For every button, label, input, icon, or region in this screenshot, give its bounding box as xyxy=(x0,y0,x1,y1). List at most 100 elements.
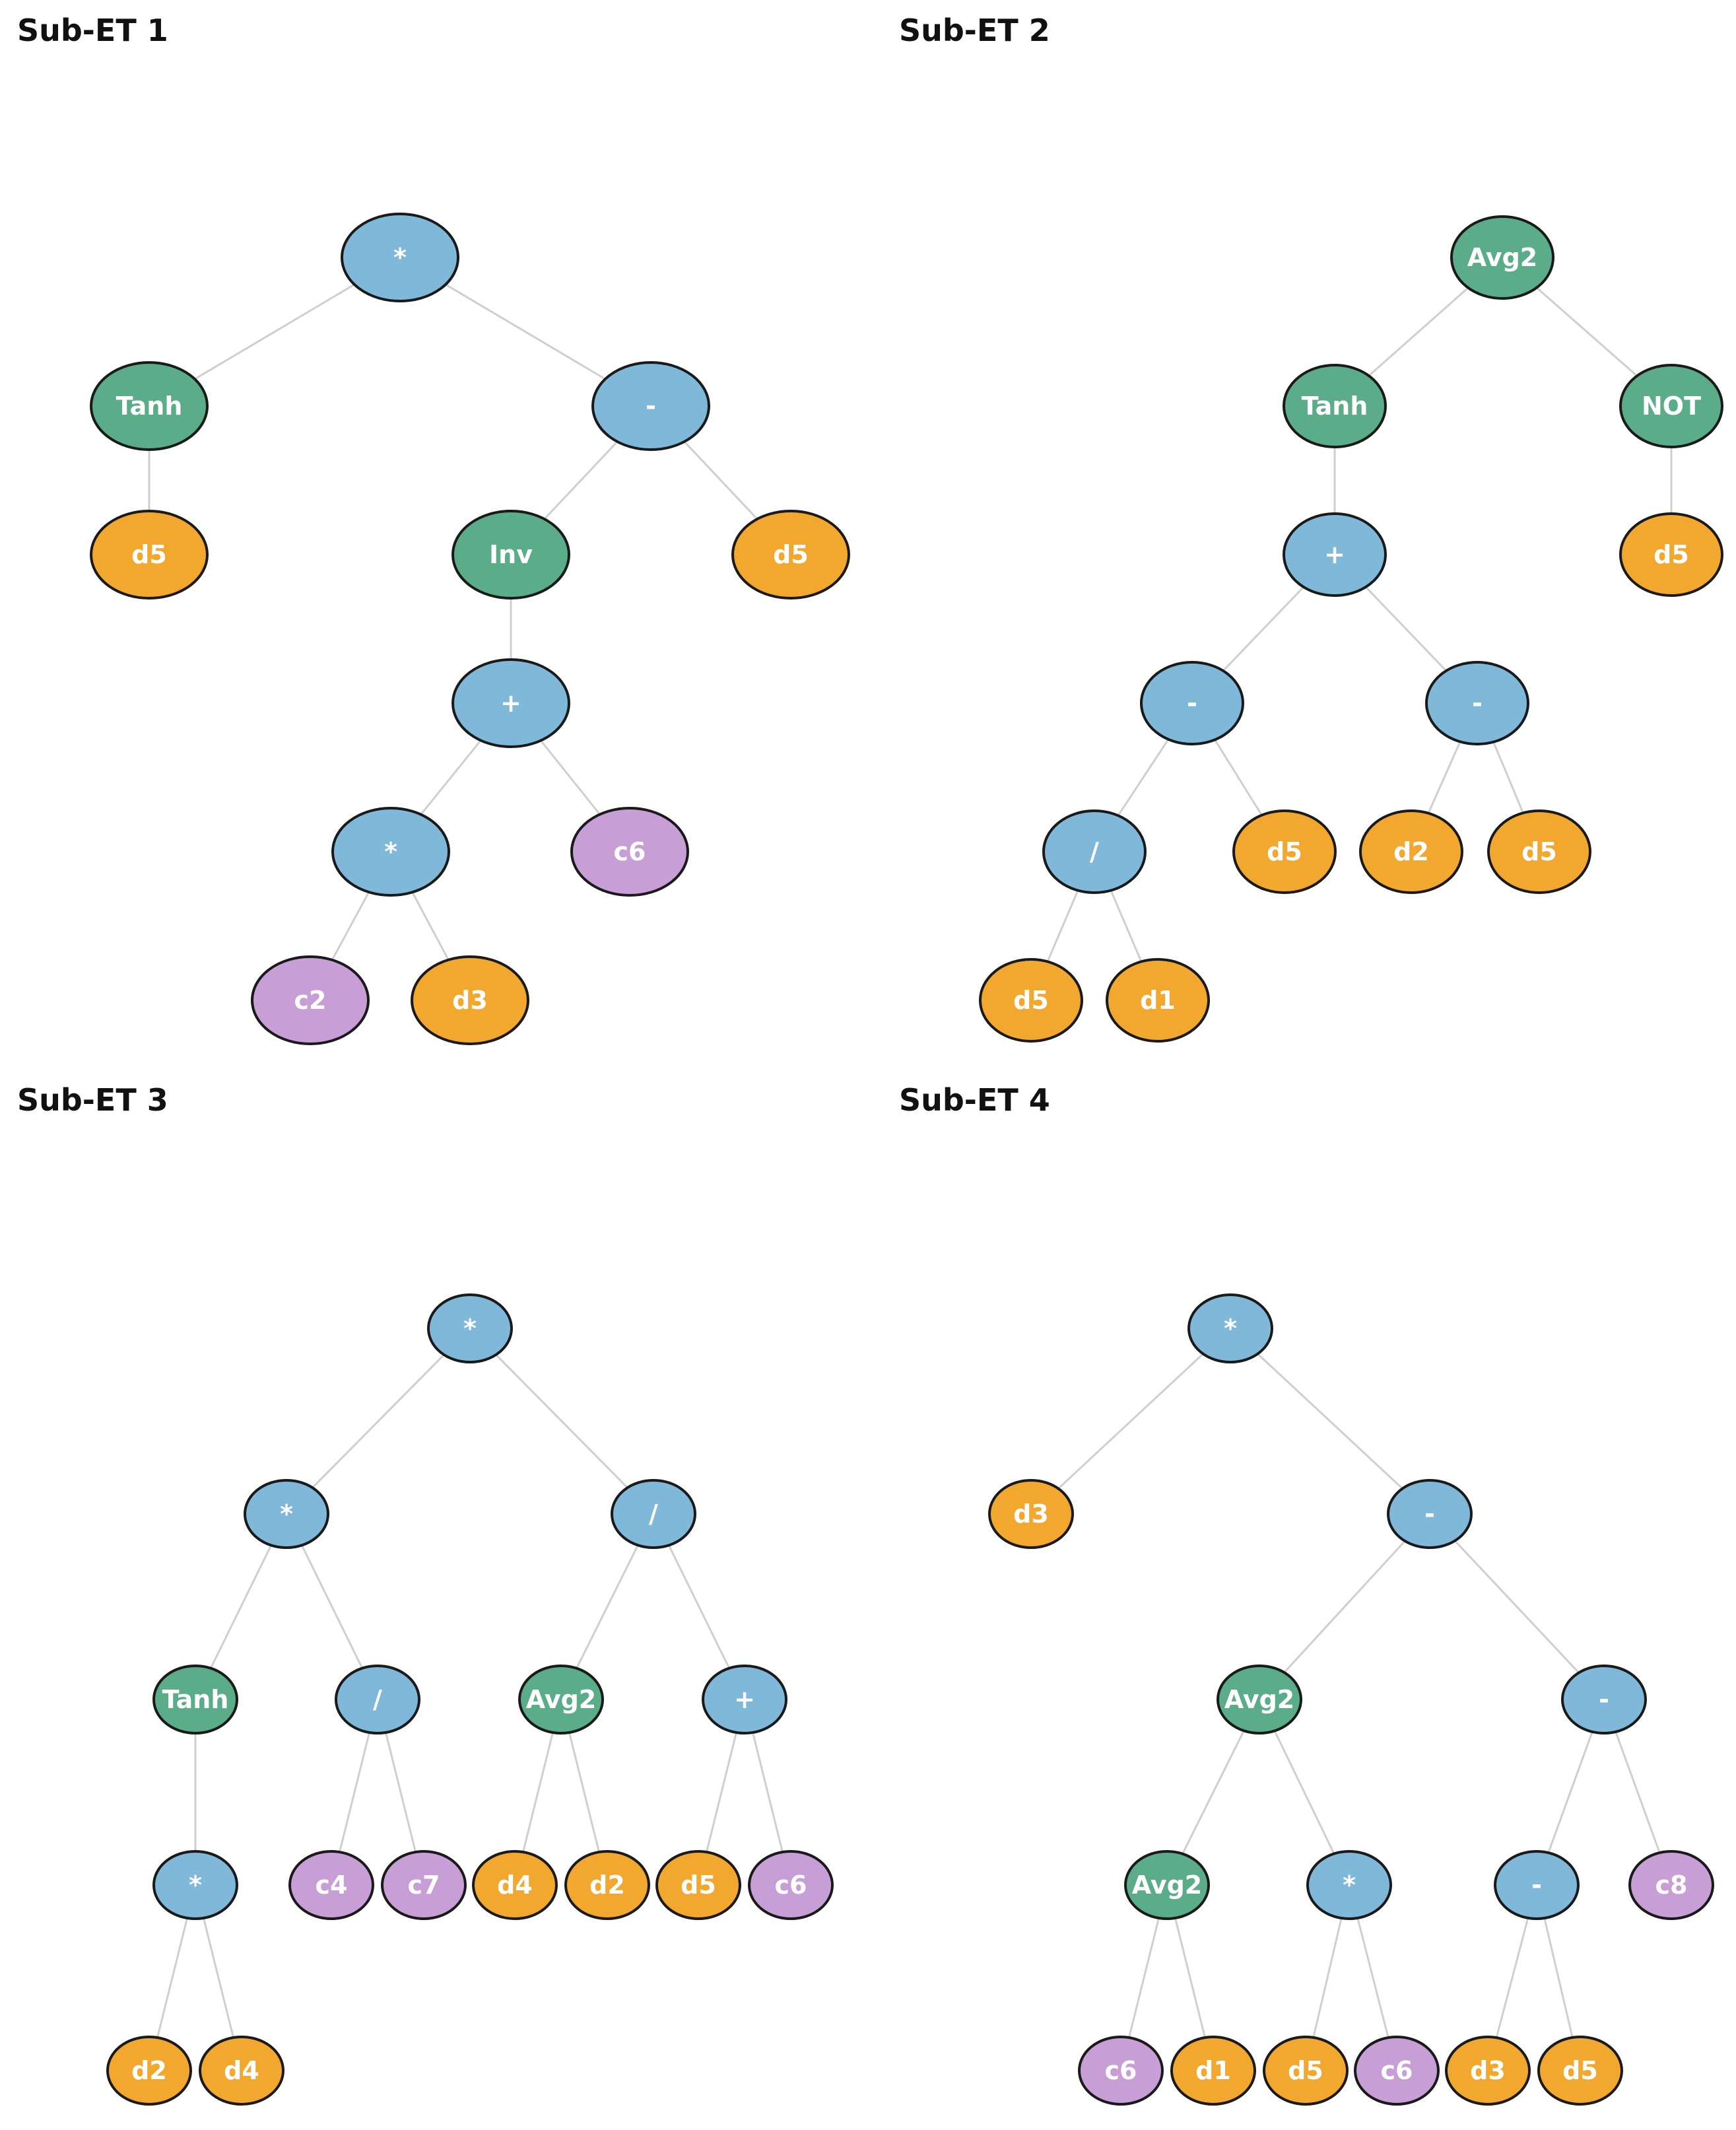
tree-node-operator: * xyxy=(427,1293,513,1363)
node-ellipse xyxy=(341,213,459,302)
tree-node-function: Inv xyxy=(451,510,570,600)
tree-node-operator: - xyxy=(1561,1665,1647,1735)
tree-node-operator: * xyxy=(341,213,459,302)
node-label: d4 xyxy=(224,2056,259,2085)
node-label: + xyxy=(734,1685,755,1714)
node-ellipse xyxy=(451,658,570,748)
node-ellipse xyxy=(591,361,710,451)
node-ellipse xyxy=(1217,1665,1302,1735)
tree-node-variable: d2 xyxy=(106,2036,192,2106)
tree-node-variable: d2 xyxy=(1359,809,1463,894)
node-label: d5 xyxy=(1562,2056,1598,2085)
panel-2-title: Sub-ET 2 xyxy=(899,13,1050,48)
node-ellipse xyxy=(1232,809,1337,894)
tree-node-function: Tanh xyxy=(90,361,209,451)
node-ellipse xyxy=(979,958,1083,1043)
tree-node-operator: / xyxy=(611,1479,696,1549)
tree-node-variable: d5 xyxy=(1487,809,1591,894)
node-label: / xyxy=(373,1685,382,1714)
node-ellipse xyxy=(288,1850,374,1920)
tree-node-variable: d5 xyxy=(979,958,1083,1043)
tree-node-variable: d3 xyxy=(411,955,529,1045)
tree-node-function: Avg2 xyxy=(1450,215,1554,300)
node-ellipse xyxy=(1494,1850,1580,1920)
node-ellipse xyxy=(564,1850,650,1920)
node-ellipse xyxy=(1140,661,1244,745)
node-ellipse xyxy=(1387,1479,1473,1549)
node-ellipse xyxy=(199,2036,284,2106)
tree-node-function: Avg2 xyxy=(1124,1850,1210,1920)
panel-1-title: Sub-ET 1 xyxy=(17,13,168,48)
node-ellipse xyxy=(90,510,209,600)
tree-node-constant: c6 xyxy=(1354,2036,1440,2106)
node-label: d5 xyxy=(773,540,809,569)
node-label: d2 xyxy=(1393,837,1429,866)
tree-node-operator: - xyxy=(1425,661,1529,745)
node-ellipse xyxy=(570,807,689,897)
tree-node-constant: c6 xyxy=(1078,2036,1164,2106)
tree-node-constant: c7 xyxy=(381,1850,467,1920)
tree-node-function: Tanh xyxy=(1283,364,1387,448)
node-ellipse xyxy=(1170,2036,1256,2106)
node-ellipse xyxy=(331,807,450,897)
node-ellipse xyxy=(1445,2036,1531,2106)
tree-node-operator: - xyxy=(591,361,710,451)
tree-node-variable: d4 xyxy=(199,2036,284,2106)
node-ellipse xyxy=(1619,364,1723,448)
node-ellipse xyxy=(90,361,209,451)
node-ellipse xyxy=(748,1850,834,1920)
node-label: - xyxy=(1599,1685,1609,1714)
tree-node-variable: d5 xyxy=(1619,512,1723,597)
tree-node-variable: d5 xyxy=(1263,2036,1349,2106)
node-label: c2 xyxy=(294,986,327,1015)
tree-node-constant: c6 xyxy=(570,807,689,897)
node-ellipse xyxy=(1042,809,1147,894)
node-label: d3 xyxy=(1470,2056,1506,2085)
node-label: - xyxy=(1424,1499,1435,1529)
tree-edge xyxy=(285,1327,471,1515)
tree-node-operator: / xyxy=(335,1665,420,1735)
node-label: * xyxy=(280,1499,293,1529)
node-ellipse xyxy=(1306,1850,1392,1920)
node-ellipse xyxy=(335,1665,420,1735)
node-label: d5 xyxy=(131,540,167,569)
tree-node-operator: - xyxy=(1387,1479,1473,1549)
node-label: d3 xyxy=(1013,1499,1049,1529)
tree-node-function: NOT xyxy=(1619,364,1723,448)
tree-node-operator: + xyxy=(1283,512,1387,597)
node-ellipse xyxy=(1283,364,1387,448)
node-ellipse xyxy=(1425,661,1529,745)
node-label: * xyxy=(189,1871,202,1900)
tree-node-constant: c6 xyxy=(748,1850,834,1920)
tree-node-operator: * xyxy=(1306,1850,1392,1920)
tree-node-operator: / xyxy=(1042,809,1147,894)
tree-node-operator: + xyxy=(702,1665,787,1735)
node-label: - xyxy=(646,392,656,421)
node-label: Avg2 xyxy=(526,1685,596,1714)
node-ellipse xyxy=(1450,215,1554,300)
tree-node-variable: d5 xyxy=(655,1850,741,1920)
node-label: / xyxy=(649,1499,658,1529)
panel-4-title: Sub-ET 4 xyxy=(899,1082,1050,1118)
tree-edge xyxy=(1258,1513,1431,1701)
tree-node-variable: d4 xyxy=(472,1850,558,1920)
node-label: d5 xyxy=(1653,540,1689,569)
node-label: Tanh xyxy=(162,1685,229,1714)
node-ellipse xyxy=(411,955,529,1045)
node-label: d5 xyxy=(1267,837,1302,866)
tree-node-variable: d3 xyxy=(988,1479,1074,1549)
node-ellipse xyxy=(1354,2036,1440,2106)
node-ellipse xyxy=(472,1850,558,1920)
tree-node-variable: d3 xyxy=(1445,2036,1531,2106)
node-label: Avg2 xyxy=(1467,243,1537,272)
node-label: Inv xyxy=(489,540,533,569)
node-label: d3 xyxy=(452,986,488,1015)
node-label: * xyxy=(1224,1314,1237,1343)
